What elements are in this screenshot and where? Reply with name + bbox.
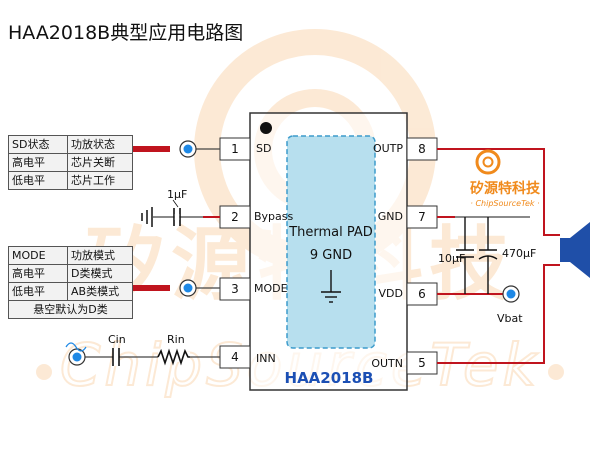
thermal-pad-label: Thermal PAD: [288, 225, 373, 240]
table-cell: 高电平: [8, 264, 68, 283]
pin-label-sd: SD: [256, 142, 271, 155]
vbat-terminal-dot: [506, 289, 516, 299]
pin-label-inn: INN: [256, 352, 276, 365]
table-cell: SD状态: [8, 135, 68, 154]
thermal-ground-icon: [321, 270, 341, 303]
table-row: 高电平 芯片关断: [8, 153, 133, 172]
mode-default-note: 悬空默认为D类: [8, 300, 133, 319]
table-cell: 功放模式: [67, 246, 133, 265]
table-cell: 芯片工作: [67, 171, 133, 190]
logo-brand-cn: 矽源特科技: [470, 180, 541, 197]
table-row: 低电平 芯片工作: [8, 171, 133, 190]
thermal-pad-gnd-label: 9 GND: [310, 248, 352, 263]
sine-wave-icon: [65, 342, 87, 352]
pin-label-outp: OUTP: [373, 142, 403, 155]
sd-truth-table: SD状态 功放状态 高电平 芯片关断 低电平 芯片工作: [8, 135, 133, 190]
table-row: SD状态 功放状态: [8, 135, 133, 154]
table-row: 低电平 AB类模式: [8, 282, 133, 301]
bypass-cap-value: 1μF: [167, 188, 187, 201]
thermal-pad: [286, 135, 376, 349]
cap-470uf-icon: [478, 217, 498, 294]
logo-icon: [475, 149, 501, 175]
cap-10uf-icon: [456, 217, 474, 294]
wire-outp: [437, 148, 560, 236]
pin-label-vdd: VDD: [379, 287, 403, 300]
table-row: MODE 功放模式: [8, 246, 133, 265]
mode-truth-table: MODE 功放模式 高电平 D类模式 低电平 AB类模式 悬空默认为D类: [8, 246, 133, 319]
wire-outn: [437, 264, 560, 364]
pin-num-2: 2: [231, 210, 239, 224]
vbat-label: Vbat: [497, 312, 523, 325]
table-cell: AB类模式: [67, 282, 133, 301]
inn-source-dot: [72, 352, 82, 362]
speaker-icon: [560, 222, 590, 278]
cin-label: Cin: [108, 333, 126, 346]
pin-num-7: 7: [418, 210, 426, 224]
pin-num-8: 8: [418, 142, 426, 156]
pin-label-bypass: Bypass: [254, 210, 294, 223]
table-cell: 功放状态: [67, 135, 133, 154]
mode-terminal-dot: [183, 283, 193, 293]
page-title: HAA2018B典型应用电路图: [8, 22, 244, 44]
pin1-dot: [260, 122, 272, 134]
table-row: 高电平 D类模式: [8, 264, 133, 283]
table-cell: D类模式: [67, 264, 133, 283]
pin-num-5: 5: [418, 356, 426, 370]
pin-num-1: 1: [231, 142, 239, 156]
cap-10uf-label: 10μF: [438, 252, 465, 265]
bypass-ground-icon: [141, 207, 153, 227]
table-cell: 低电平: [8, 282, 68, 301]
table-cell: 芯片关断: [67, 153, 133, 172]
pin-num-6: 6: [418, 287, 426, 301]
bypass-capacitor-icon: [173, 208, 181, 226]
pin-num-3: 3: [231, 282, 239, 296]
table-cell: 高电平: [8, 153, 68, 172]
rin-resistor-icon: [157, 348, 190, 366]
table-cell: 低电平: [8, 171, 68, 190]
pin-box-3: [219, 277, 251, 301]
table-row: 悬空默认为D类: [8, 300, 133, 319]
cap-470uf-label: 470μF: [502, 247, 536, 260]
table-cell: MODE: [8, 246, 68, 265]
pin-label-gnd: GND: [378, 210, 403, 223]
chip-name: HAA2018B: [285, 369, 374, 387]
pin-label-mode: MODE: [254, 282, 288, 295]
cin-capacitor-icon: [112, 348, 120, 366]
pin-label-outn: OUTN: [371, 357, 403, 370]
pin-num-4: 4: [231, 350, 239, 364]
logo-brand-en: · ChipSourceTek ·: [470, 199, 539, 208]
rin-label: Rin: [167, 333, 185, 346]
brand-logo: 矽源特科技 · ChipSourceTek ·: [470, 149, 541, 208]
sd-terminal-dot: [183, 144, 193, 154]
